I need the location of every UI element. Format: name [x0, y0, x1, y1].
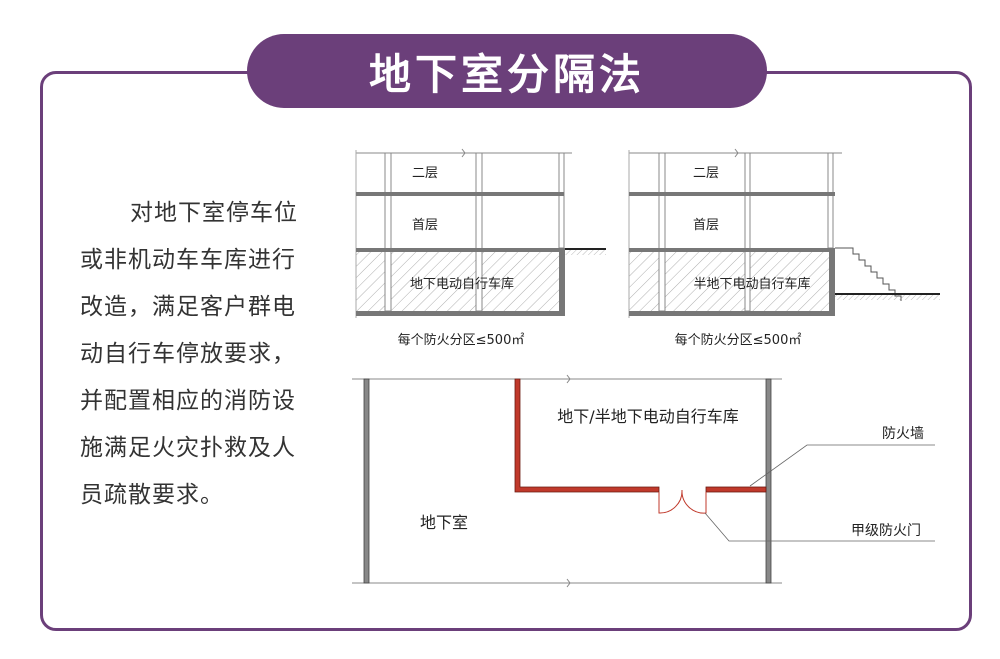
floor2-label: 二层: [693, 166, 719, 181]
firedoor-label: 甲级防火门: [851, 523, 921, 539]
garage-label: 半地下电动自行车库: [693, 276, 810, 292]
fire-door-icon: [658, 489, 707, 514]
firewall-label: 防火墙: [882, 426, 924, 442]
floor1-label: 首层: [412, 218, 438, 233]
description-line: 对地下室停车位: [130, 200, 298, 226]
firewall: [514, 378, 660, 493]
description-line: 改造，满足客户群电: [80, 294, 296, 320]
fire-zone-caption: 每个防火分区≤500㎡: [398, 332, 525, 348]
section-semi-underground: 二层 首层 半地下电动自行车库 每个防火分区≤500㎡: [628, 148, 940, 348]
section-underground: 二层 首层 地下电动自行车库 每个防火分区≤500㎡: [355, 148, 606, 348]
plan-diagram: 地下/半地下电动自行车库 地下室 防火墙 甲级防火门: [352, 374, 935, 588]
basement-label: 地下室: [420, 513, 468, 532]
description-line: 动自行车停放要求，: [80, 341, 296, 367]
description-line: 或非机动车车库进行: [80, 247, 296, 273]
description-text: 对地下室停车位 或非机动车车库进行 改造，满足客户群电 动自行车停放要求， 并配…: [80, 190, 340, 519]
description-line: 并配置相应的消防设: [80, 388, 296, 414]
page-title: 地下室分隔法: [247, 34, 767, 108]
garage-label: 地下/半地下电动自行车库: [557, 407, 738, 426]
garage-label: 地下电动自行车库: [410, 276, 514, 292]
description-line: 员疏散要求。: [80, 482, 224, 508]
floor2-label: 二层: [412, 166, 438, 181]
floor1-label: 首层: [693, 218, 719, 233]
firewall: [705, 486, 767, 493]
fire-zone-caption: 每个防火分区≤500㎡: [675, 332, 802, 348]
description-line: 施满足火灾扑救及人: [80, 435, 296, 461]
